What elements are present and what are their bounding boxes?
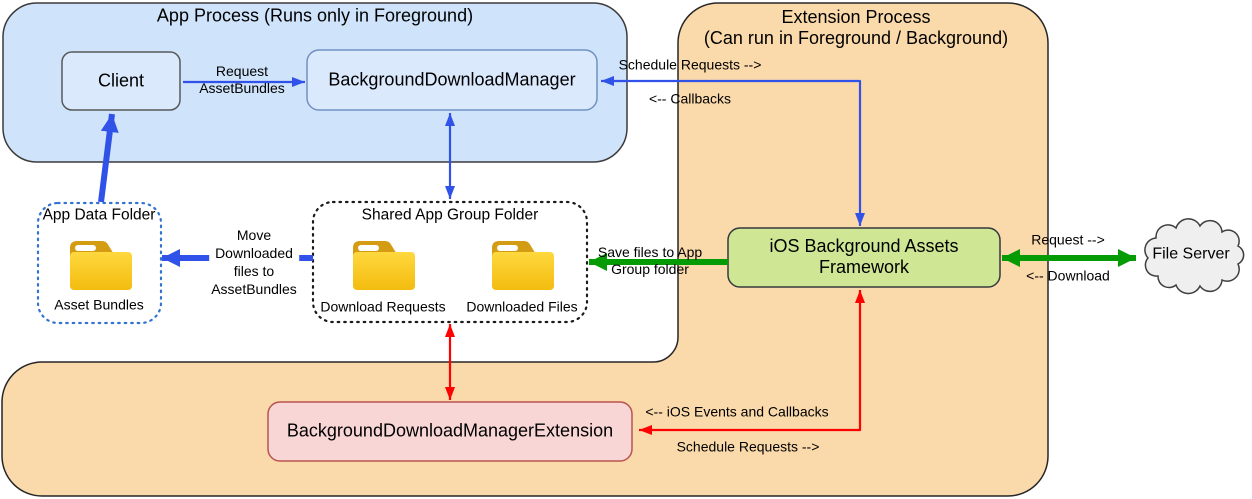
- edge-label-line: Request: [215, 63, 269, 79]
- edge-label-save-files: Save files to App Group folder: [598, 244, 702, 278]
- extension-process-title-line2: (Can run in Foreground / Background): [703, 28, 1009, 48]
- asset-bundles-label: Asset Bundles: [54, 296, 144, 313]
- cloud-shape: [1144, 218, 1245, 295]
- shared-app-group-folder-container: [311, 200, 589, 324]
- edge-label-download: <-- Download: [1026, 267, 1110, 284]
- edge-label-schedule-requests-bottom: Schedule Requests -->: [676, 438, 820, 455]
- edge-label-line: AssetBundles: [199, 80, 285, 96]
- app-data-folder-container: [36, 201, 163, 325]
- edge-label-request: Request -->: [1031, 231, 1105, 248]
- edge-label-move-downloaded: Move Downloaded files to AssetBundles: [209, 226, 299, 298]
- folder-icon: [492, 241, 554, 290]
- arrow-manager-framework: [601, 76, 865, 226]
- edge-label-callbacks: <-- Callbacks: [648, 90, 732, 107]
- framework-label: iOS Background Assets Framework: [769, 236, 958, 278]
- edge-label-ios-events-callbacks: <-- iOS Events and Callbacks: [645, 403, 829, 420]
- extension-process-title: Extension Process (Can run in Foreground…: [704, 7, 1008, 49]
- folder-icon: [353, 241, 415, 290]
- edge-label-line: Group folder: [611, 261, 689, 277]
- edge-label-line: Downloaded: [209, 244, 299, 262]
- app-data-folder-title: App Data Folder: [42, 206, 156, 224]
- framework-label-line2: Framework: [818, 257, 910, 277]
- background-download-manager-extension-label: BackgroundDownloadManagerExtension: [286, 420, 614, 441]
- extension-process-title-line1: Extension Process: [781, 7, 931, 27]
- edge-label-request-assetbundles: Request AssetBundles: [199, 63, 285, 97]
- arrow-app-data-to-client: [98, 113, 119, 203]
- edge-label-line: Save files to App: [597, 244, 703, 260]
- folder-icon: [70, 241, 132, 290]
- app-process-title: App Process (Runs only in Foreground): [156, 5, 474, 26]
- shared-app-group-folder-title: Shared App Group Folder: [361, 206, 539, 224]
- framework-label-line1: iOS Background Assets: [769, 236, 959, 256]
- downloaded-files-label: Downloaded Files: [466, 298, 578, 315]
- edge-label-line: AssetBundles: [209, 280, 299, 298]
- edge-label-line: files to: [209, 262, 299, 280]
- file-server-label: File Server: [1152, 245, 1230, 263]
- background-download-manager-node: [306, 49, 598, 111]
- background-download-manager-label: BackgroundDownloadManager: [328, 69, 576, 90]
- client-label: Client: [97, 70, 145, 91]
- client-node: [61, 51, 181, 111]
- ios-background-assets-framework-node: [727, 227, 1001, 288]
- background-download-manager-extension-node: [267, 401, 633, 462]
- download-requests-label: Download Requests: [320, 298, 446, 315]
- edge-label-line: Move: [209, 226, 299, 244]
- arrow-framework-extension-manager: [639, 290, 865, 435]
- edge-label-schedule-requests-top: Schedule Requests -->: [618, 56, 762, 73]
